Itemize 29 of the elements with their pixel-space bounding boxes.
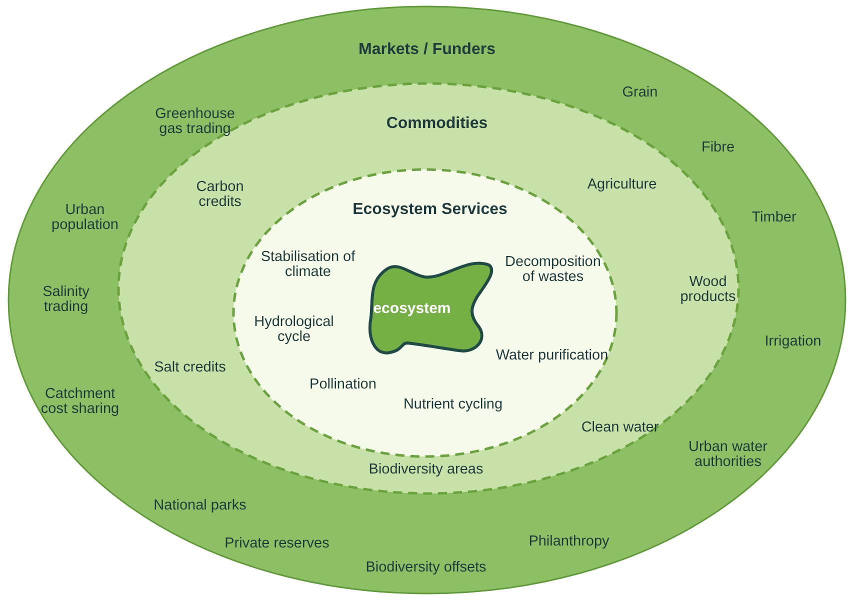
service-label: Hydrological cycle <box>253 314 335 346</box>
service-label: Pollination <box>308 377 378 393</box>
blob-label: ecosystem <box>373 300 451 317</box>
service-label: National parks <box>152 498 248 514</box>
service-label: Urban population <box>50 202 120 234</box>
service-label: Water purification <box>494 348 610 364</box>
service-label: Biodiversity areas <box>368 462 484 478</box>
service-label: Nutrient cycling <box>402 397 504 413</box>
service-label: Urban water authorities <box>688 440 768 470</box>
service-label: Agriculture <box>586 177 658 193</box>
ring-heading: Ecosystem Services <box>352 201 508 219</box>
service-label: Private reserves <box>224 536 330 552</box>
ring-heading: Markets / Funders <box>358 41 496 59</box>
service-label: Philanthropy <box>528 534 610 550</box>
service-label: Salinity trading <box>42 284 90 316</box>
service-label: Catchment cost sharing <box>40 386 120 418</box>
ring-heading: Commodities <box>386 115 488 133</box>
service-label: Timber <box>750 210 798 226</box>
service-label: Salt credits <box>153 360 227 376</box>
service-label: Biodiversity offsets <box>364 560 488 576</box>
service-label: Greenhouse gas trading <box>154 106 236 138</box>
service-label: Stabilisation of climate <box>260 250 356 280</box>
service-label: Carbon credits <box>195 180 245 210</box>
service-label: Decomposition of wastes <box>504 254 602 286</box>
service-label: Fibre <box>700 140 736 156</box>
service-label: Grain <box>621 85 659 101</box>
service-label: Clean water <box>580 420 660 436</box>
service-label: Irrigation <box>764 334 822 350</box>
service-label: Wood products <box>679 274 737 306</box>
